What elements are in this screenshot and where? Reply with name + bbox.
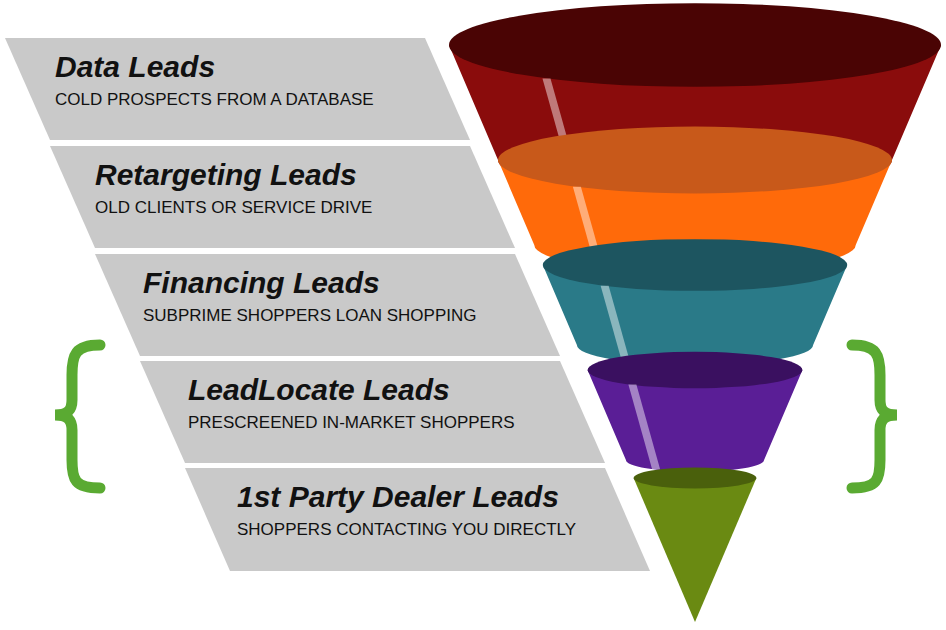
band-heading: LeadLocate Leads [188,373,605,408]
band-fill [5,38,470,140]
band-fill [185,468,650,571]
lead-band: Data LeadsCOLD PROSPECTS FROM A DATABASE [5,38,470,140]
band-fill [140,361,605,463]
band-heading: Financing Leads [143,266,560,301]
band-subtitle: PRESCREENED IN-MARKET SHOPPERS [188,412,605,434]
band-subtitle: SHOPPERS CONTACTING YOU DIRECTLY [237,519,650,541]
band-subtitle: SUBPRIME SHOPPERS LOAN SHOPPING [143,305,560,327]
funnel-rim [588,352,803,389]
funnel-rim [498,127,892,194]
lead-band: Retargeting LeadsOLD CLIENTS OR SERVICE … [50,146,515,248]
band-subtitle: COLD PROSPECTS FROM A DATABASE [55,89,470,111]
band-heading: 1st Party Dealer Leads [237,480,650,515]
band-fill [95,254,560,356]
funnel-mouth [449,3,941,87]
funnel-highlight [601,286,630,361]
funnel-green [634,478,757,622]
funnel-highlight [628,385,660,470]
band-heading: Data Leads [55,50,470,85]
lead-band: Financing LeadsSUBPRIME SHOPPERS LOAN SH… [95,254,560,356]
band-fill [50,146,515,248]
lead-band: LeadLocate LeadsPRESCREENED IN-MARKET SH… [140,361,605,463]
right-brace [852,345,897,488]
funnel-rim [543,239,847,291]
band-heading: Retargeting Leads [95,158,515,193]
band-subtitle: OLD CLIENTS OR SERVICE DRIVE [95,197,515,219]
left-brace [55,345,100,488]
lead-band: 1st Party Dealer LeadsSHOPPERS CONTACTIN… [185,468,650,571]
funnel-rim [634,468,757,489]
